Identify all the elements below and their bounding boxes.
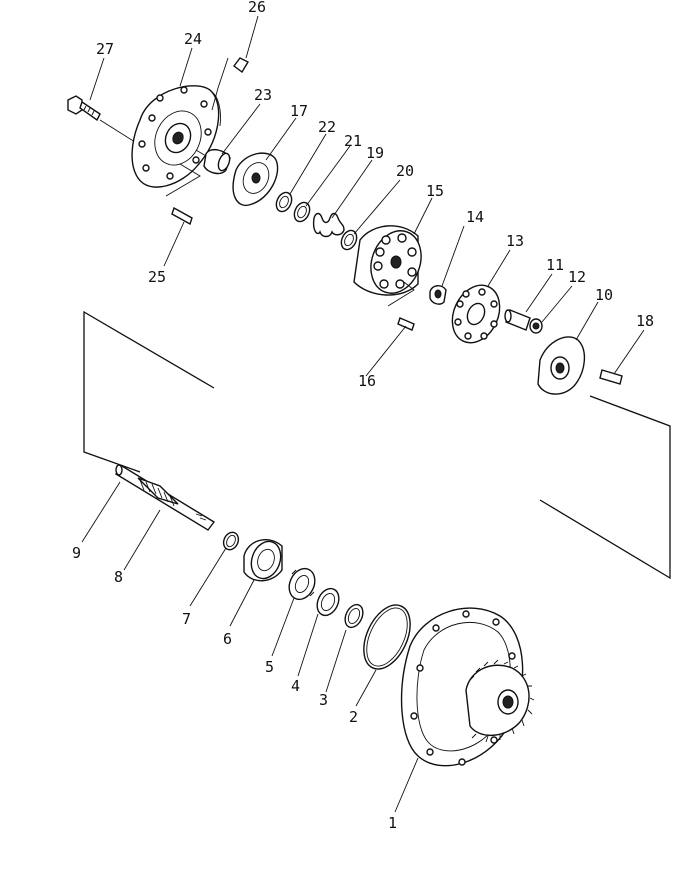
callout-23: 23	[254, 86, 272, 104]
callout-27: 27	[96, 40, 114, 58]
part-22-snap-ring	[275, 191, 293, 213]
callout-15: 15	[426, 182, 444, 200]
callout-11: 11	[546, 256, 564, 274]
part-27-bolt	[67, 95, 101, 122]
part-4-ring	[316, 587, 340, 617]
callout-13: 13	[506, 232, 524, 250]
assembly-line-23	[195, 149, 207, 157]
part-7-snap-ring	[222, 531, 240, 551]
callout-labels: 1 2 3 4 5 6 7 8 9 10 11 12 13 14 15 16 1…	[72, 0, 654, 832]
part-17-valve-plate	[232, 152, 279, 207]
callout-9: 9	[72, 544, 81, 562]
part-8-9-drive-shaft	[114, 464, 216, 531]
callout-19: 19	[366, 144, 384, 162]
callout-14: 14	[466, 208, 484, 226]
part-25-pin	[165, 163, 201, 226]
enclosure-line-left	[83, 310, 215, 473]
callout-6: 6	[223, 630, 232, 648]
callout-26: 26	[248, 0, 266, 16]
part-6-bearing	[243, 538, 283, 582]
part-26-pin	[211, 57, 249, 111]
callout-16: 16	[358, 372, 376, 390]
part-20-washer	[340, 229, 358, 251]
callout-17: 17	[290, 102, 308, 120]
callout-2: 2	[349, 708, 358, 726]
callout-21: 21	[344, 132, 362, 150]
part-13-retainer-plate	[451, 284, 501, 344]
callout-22: 22	[318, 118, 336, 136]
assembly-line-27	[99, 119, 136, 143]
part-10-swash-plate	[537, 336, 585, 395]
part-23-bushing	[203, 148, 231, 175]
part-21-washer	[293, 201, 311, 223]
callout-12: 12	[568, 268, 586, 286]
callout-8: 8	[114, 568, 123, 586]
callout-24: 24	[184, 30, 202, 48]
part-3-snap-ring	[344, 603, 364, 629]
callout-3: 3	[319, 691, 328, 709]
callout-25: 25	[148, 268, 166, 286]
part-24-end-plate	[131, 85, 221, 188]
part-11-piston	[504, 309, 531, 331]
part-18-pin	[599, 369, 623, 385]
enclosure-line-right	[539, 395, 671, 580]
part-15-cylinder-block	[353, 225, 422, 296]
callout-1: 1	[388, 814, 397, 832]
part-16-pin	[387, 281, 415, 331]
part-1-housing-flange	[400, 607, 535, 767]
part-5-oil-seal	[288, 567, 316, 601]
part-2-o-ring	[363, 604, 411, 670]
part-12-shoe	[529, 318, 543, 334]
callout-20: 20	[396, 162, 414, 180]
part-19-spring	[312, 212, 345, 238]
callout-7: 7	[182, 610, 191, 628]
callout-5: 5	[265, 658, 274, 676]
leader-lines	[81, 15, 645, 813]
part-14-ball-guide	[429, 285, 447, 305]
callout-4: 4	[291, 677, 300, 695]
callout-10: 10	[595, 286, 613, 304]
callout-18: 18	[636, 312, 654, 330]
